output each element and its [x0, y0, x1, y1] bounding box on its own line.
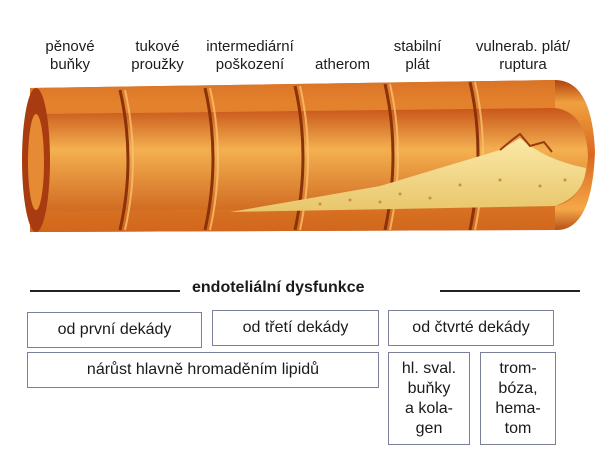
divider-left — [30, 290, 180, 292]
divider-right — [440, 290, 580, 292]
caption-endothelial-dysfunction: endoteliální dysfunkce — [192, 279, 364, 297]
box-od-prvni-dekady: od první dekády — [27, 312, 202, 348]
box-od-treti-dekady: od třetí dekády — [212, 310, 379, 346]
box-narust-lipidu: nárůst hlavně hromaděním lipidů — [27, 352, 379, 388]
box-od-ctvrte-dekady: od čtvrté dekády — [388, 310, 554, 346]
box-tromboza-hematom: trom- bóza, hema- tom — [480, 352, 556, 445]
artery-illustration — [0, 0, 611, 250]
box-hl-sval-bunky: hl. sval. buňky a kola- gen — [388, 352, 470, 445]
